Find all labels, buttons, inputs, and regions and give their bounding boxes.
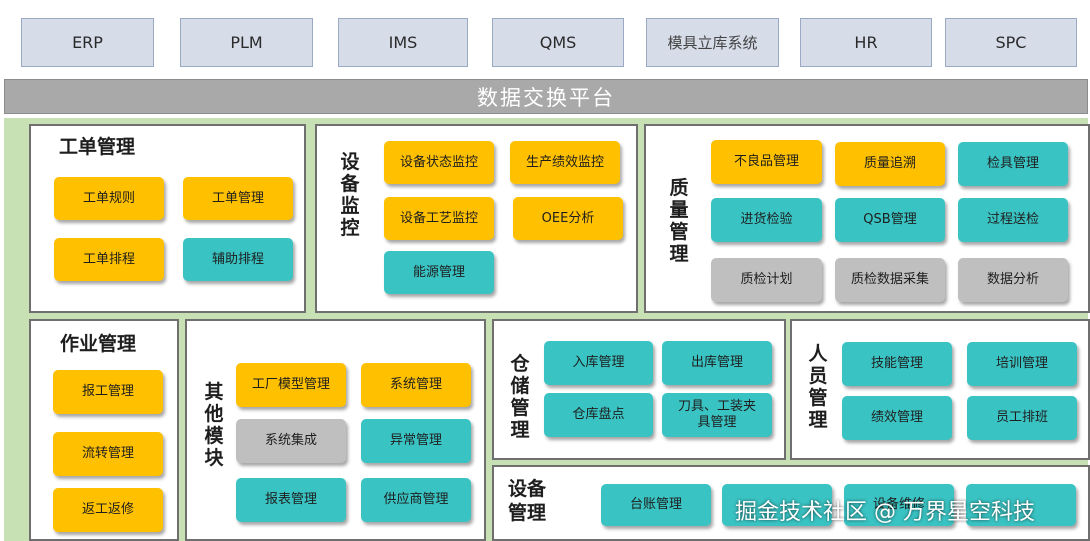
panel-title: 设备监控: [340, 151, 360, 239]
module-box: [722, 484, 832, 526]
module-box: QSB管理: [835, 198, 945, 242]
module-box: 系统集成: [236, 419, 346, 463]
module-box: 供应商管理: [361, 478, 471, 522]
module-box: 报工管理: [53, 370, 163, 414]
system-box-spc: SPC: [945, 18, 1077, 67]
module-box: 工厂模型管理: [236, 363, 346, 407]
panel-operation: 作业管理 报工管理 流转管理 返工返修: [29, 319, 179, 541]
module-box: 设备状态监控: [384, 141, 494, 184]
panel-warehouse: 仓储管理 入库管理 出库管理 仓库盘点 刀具、工装夹具管理: [492, 319, 786, 460]
module-box: 培训管理: [967, 342, 1077, 386]
module-box: 能源管理: [384, 251, 494, 294]
module-box: OEE分析: [513, 197, 623, 240]
panel-title: 质量管理: [669, 177, 689, 265]
module-box: 质检计划: [711, 258, 822, 302]
panel-title: 设备管理: [508, 478, 547, 524]
system-box-plm: PLM: [180, 18, 313, 67]
data-exchange-platform: 数据交换平台: [4, 79, 1088, 114]
panel-equipment-monitor: 设备监控 设备状态监控 生产绩效监控 设备工艺监控 OEE分析 能源管理: [315, 124, 638, 313]
module-box: 员工排班: [967, 396, 1077, 440]
watermark-text: 掘金技术社区 @ 万界星空科技: [735, 500, 1035, 525]
module-box: 质量追溯: [835, 142, 945, 186]
module-box: 设备维修: [844, 484, 954, 526]
panel-quality: 质量管理 不良品管理 质量追溯 检具管理 进货检验 QSB管理 过程送检 质检计…: [644, 124, 1090, 313]
module-box: 进货检验: [711, 198, 822, 242]
panel-work-order: 工单管理 工单规则 工单管理 工单排程 辅助排程: [29, 124, 306, 313]
panel-title: 作业管理: [60, 333, 137, 355]
panel-title: 其他模块: [204, 381, 224, 469]
system-box-erp: ERP: [21, 18, 154, 67]
module-box: 过程送检: [958, 198, 1068, 242]
module-box: 出库管理: [662, 341, 772, 385]
module-box: 流转管理: [53, 432, 163, 476]
module-box: 检具管理: [958, 142, 1068, 186]
module-box: 生产绩效监控: [510, 141, 620, 184]
system-box-hr: HR: [800, 18, 932, 67]
module-box: 工单规则: [54, 177, 164, 220]
panel-title: 仓储管理: [510, 353, 530, 441]
module-box: 不良品管理: [711, 140, 822, 184]
module-box: 报表管理: [236, 478, 346, 522]
module-box: 异常管理: [361, 419, 471, 463]
system-box-ims: IMS: [338, 18, 468, 67]
panel-title: 工单管理: [59, 136, 136, 158]
module-box: 入库管理: [544, 341, 653, 385]
module-box: 工单管理: [183, 177, 293, 220]
module-box: 工单排程: [54, 238, 164, 281]
panel-other: 其他模块 工厂模型管理 系统管理 系统集成 异常管理 报表管理 供应商管理: [185, 319, 486, 541]
panel-device: 设备管理 台账管理 设备维修: [492, 465, 1090, 541]
module-box: 台账管理: [601, 484, 711, 526]
module-box: 仓库盘点: [544, 393, 653, 437]
module-box: 设备工艺监控: [384, 197, 494, 240]
module-box: 质检数据采集: [835, 258, 945, 302]
system-box-qms: QMS: [492, 18, 624, 67]
module-box: 系统管理: [361, 363, 471, 407]
module-box: 刀具、工装夹具管理: [662, 393, 772, 437]
module-box: [966, 484, 1076, 526]
module-box: 技能管理: [842, 342, 952, 386]
module-box: 绩效管理: [842, 396, 952, 440]
module-box: 辅助排程: [183, 238, 293, 281]
module-box: 数据分析: [958, 258, 1068, 302]
panel-title: 人员管理: [808, 343, 828, 431]
panel-personnel: 人员管理 技能管理 培训管理 绩效管理 员工排班: [790, 319, 1090, 460]
module-box: 返工返修: [53, 488, 163, 532]
system-box-mold-warehouse: 模具立库系统: [646, 18, 779, 67]
